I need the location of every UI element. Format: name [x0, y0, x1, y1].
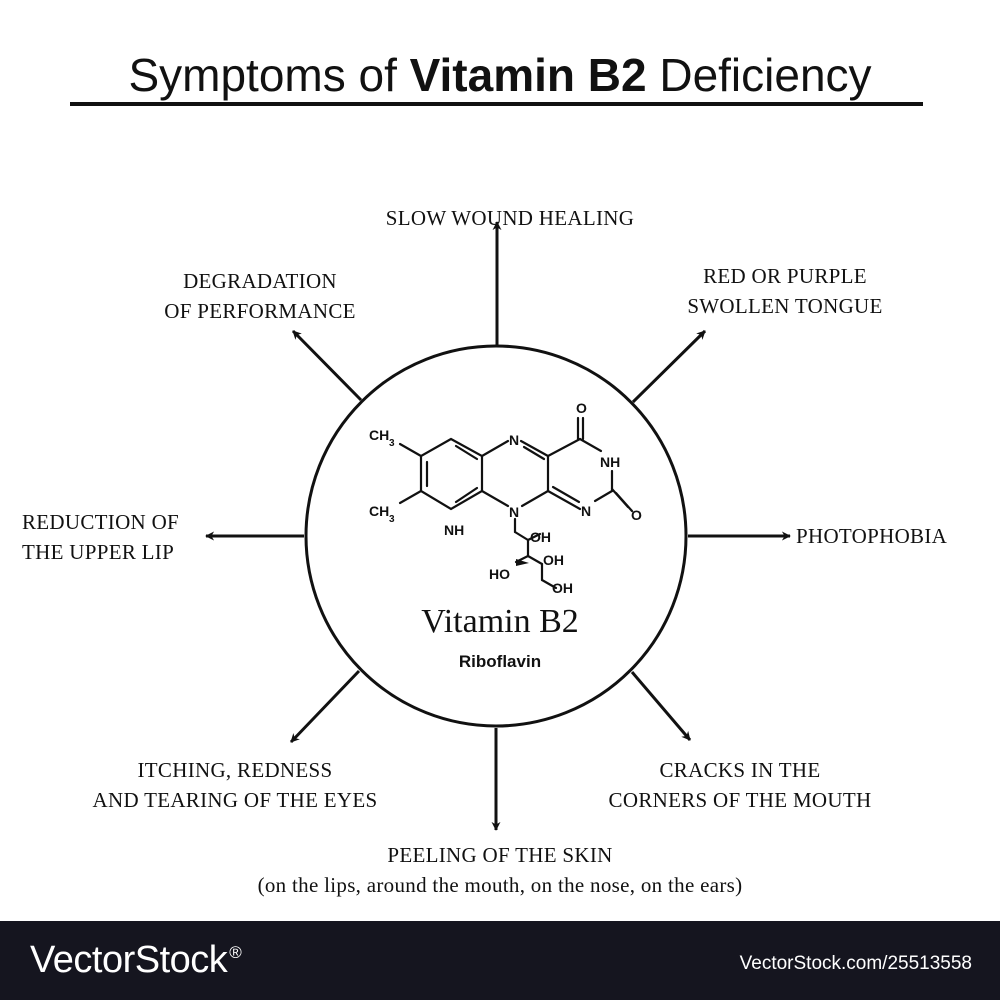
symptom-upper-lip: REDUCTION OF THE UPPER LIP [22, 507, 222, 567]
symptom-peeling-skin: PEELING OF THE SKIN (on the lips, around… [150, 840, 850, 900]
arrow-bottom-right [630, 671, 692, 741]
symptom-line: REDUCTION OF [22, 510, 180, 534]
deficiency-diagram: CH 3 CH 3 N N N NH NH O O OH OH HO OH [205, 221, 791, 831]
symptom-line: THE UPPER LIP [22, 540, 175, 564]
subscript-label: 3 [389, 438, 395, 449]
symptom-line: OF PERFORMANCE [164, 299, 356, 323]
oxygen-label: O [631, 507, 642, 523]
page-title: Symptoms of Vitamin B2 Deficiency [0, 48, 1000, 102]
arrow-top-left [291, 329, 363, 402]
brand-name: VectorStock [30, 939, 228, 981]
symptom-photophobia: PHOTOPHOBIA [796, 521, 996, 551]
arrow-top-right [631, 329, 707, 404]
hydroxyl-label: OH [530, 529, 551, 545]
symptom-line: PEELING OF THE SKIN [387, 843, 613, 867]
symptom-line: DEGRADATION [183, 269, 337, 293]
wedge-bond [516, 559, 529, 566]
vitamin-subtitle: Riboflavin [458, 652, 542, 671]
brand-logo: VectorStock® [30, 939, 242, 982]
nitrogen-label: N [509, 504, 519, 520]
subscript-label: 3 [389, 514, 395, 525]
symptom-line: PHOTOPHOBIA [796, 524, 948, 548]
title-emphasis: Vitamin B2 [409, 49, 647, 101]
symptom-line: RED OR PURPLE [703, 264, 867, 288]
symptom-swollen-tongue: RED OR PURPLE SWOLLEN TONGUE [640, 261, 930, 321]
symptom-line: AND TEARING OF THE EYES [92, 788, 378, 812]
oxygen-label: O [576, 400, 587, 416]
imide-label: NH [600, 454, 620, 470]
nitrogen-label: N [581, 503, 591, 519]
hydroxyl-label: OH [543, 552, 564, 568]
symptom-slow-wound-healing: SLOW WOUND HEALING [310, 203, 710, 233]
nitrogen-label: N [509, 432, 519, 448]
registered-mark: ® [229, 943, 242, 963]
central-circle [304, 344, 688, 728]
vitamin-name: Vitamin B2 [421, 603, 579, 640]
symptom-cracks-mouth: CRACKS IN THE CORNERS OF THE MOUTH [575, 755, 905, 815]
title-prefix: Symptoms of [128, 49, 397, 101]
symptom-line: CORNERS OF THE MOUTH [608, 788, 872, 812]
symptom-performance: DEGRADATION OF PERFORMANCE [130, 266, 390, 326]
symptom-eyes: ITCHING, REDNESS AND TEARING OF THE EYES [60, 755, 410, 815]
amine-label: NH [444, 522, 464, 538]
methyl-label: CH [369, 427, 389, 443]
methyl-label: CH [369, 503, 389, 519]
riboflavin-structure [398, 416, 634, 590]
arrow-bottom-left [289, 669, 361, 744]
title-underline [70, 102, 923, 106]
symptom-line: SWOLLEN TONGUE [687, 294, 883, 318]
symptom-line: CRACKS IN THE [659, 758, 821, 782]
title-suffix: Deficiency [659, 49, 872, 101]
symptom-line: (on the lips, around the mouth, on the n… [257, 873, 743, 897]
symptom-line: SLOW WOUND HEALING [385, 206, 635, 230]
hydroxyl-label: OH [552, 580, 573, 596]
stock-url: VectorStock.com/25513558 [739, 953, 972, 974]
watermark-bar: VectorStock® VectorStock.com/25513558 [0, 921, 1000, 1000]
symptom-line: ITCHING, REDNESS [137, 758, 333, 782]
hydroxyl-label: HO [489, 566, 510, 582]
